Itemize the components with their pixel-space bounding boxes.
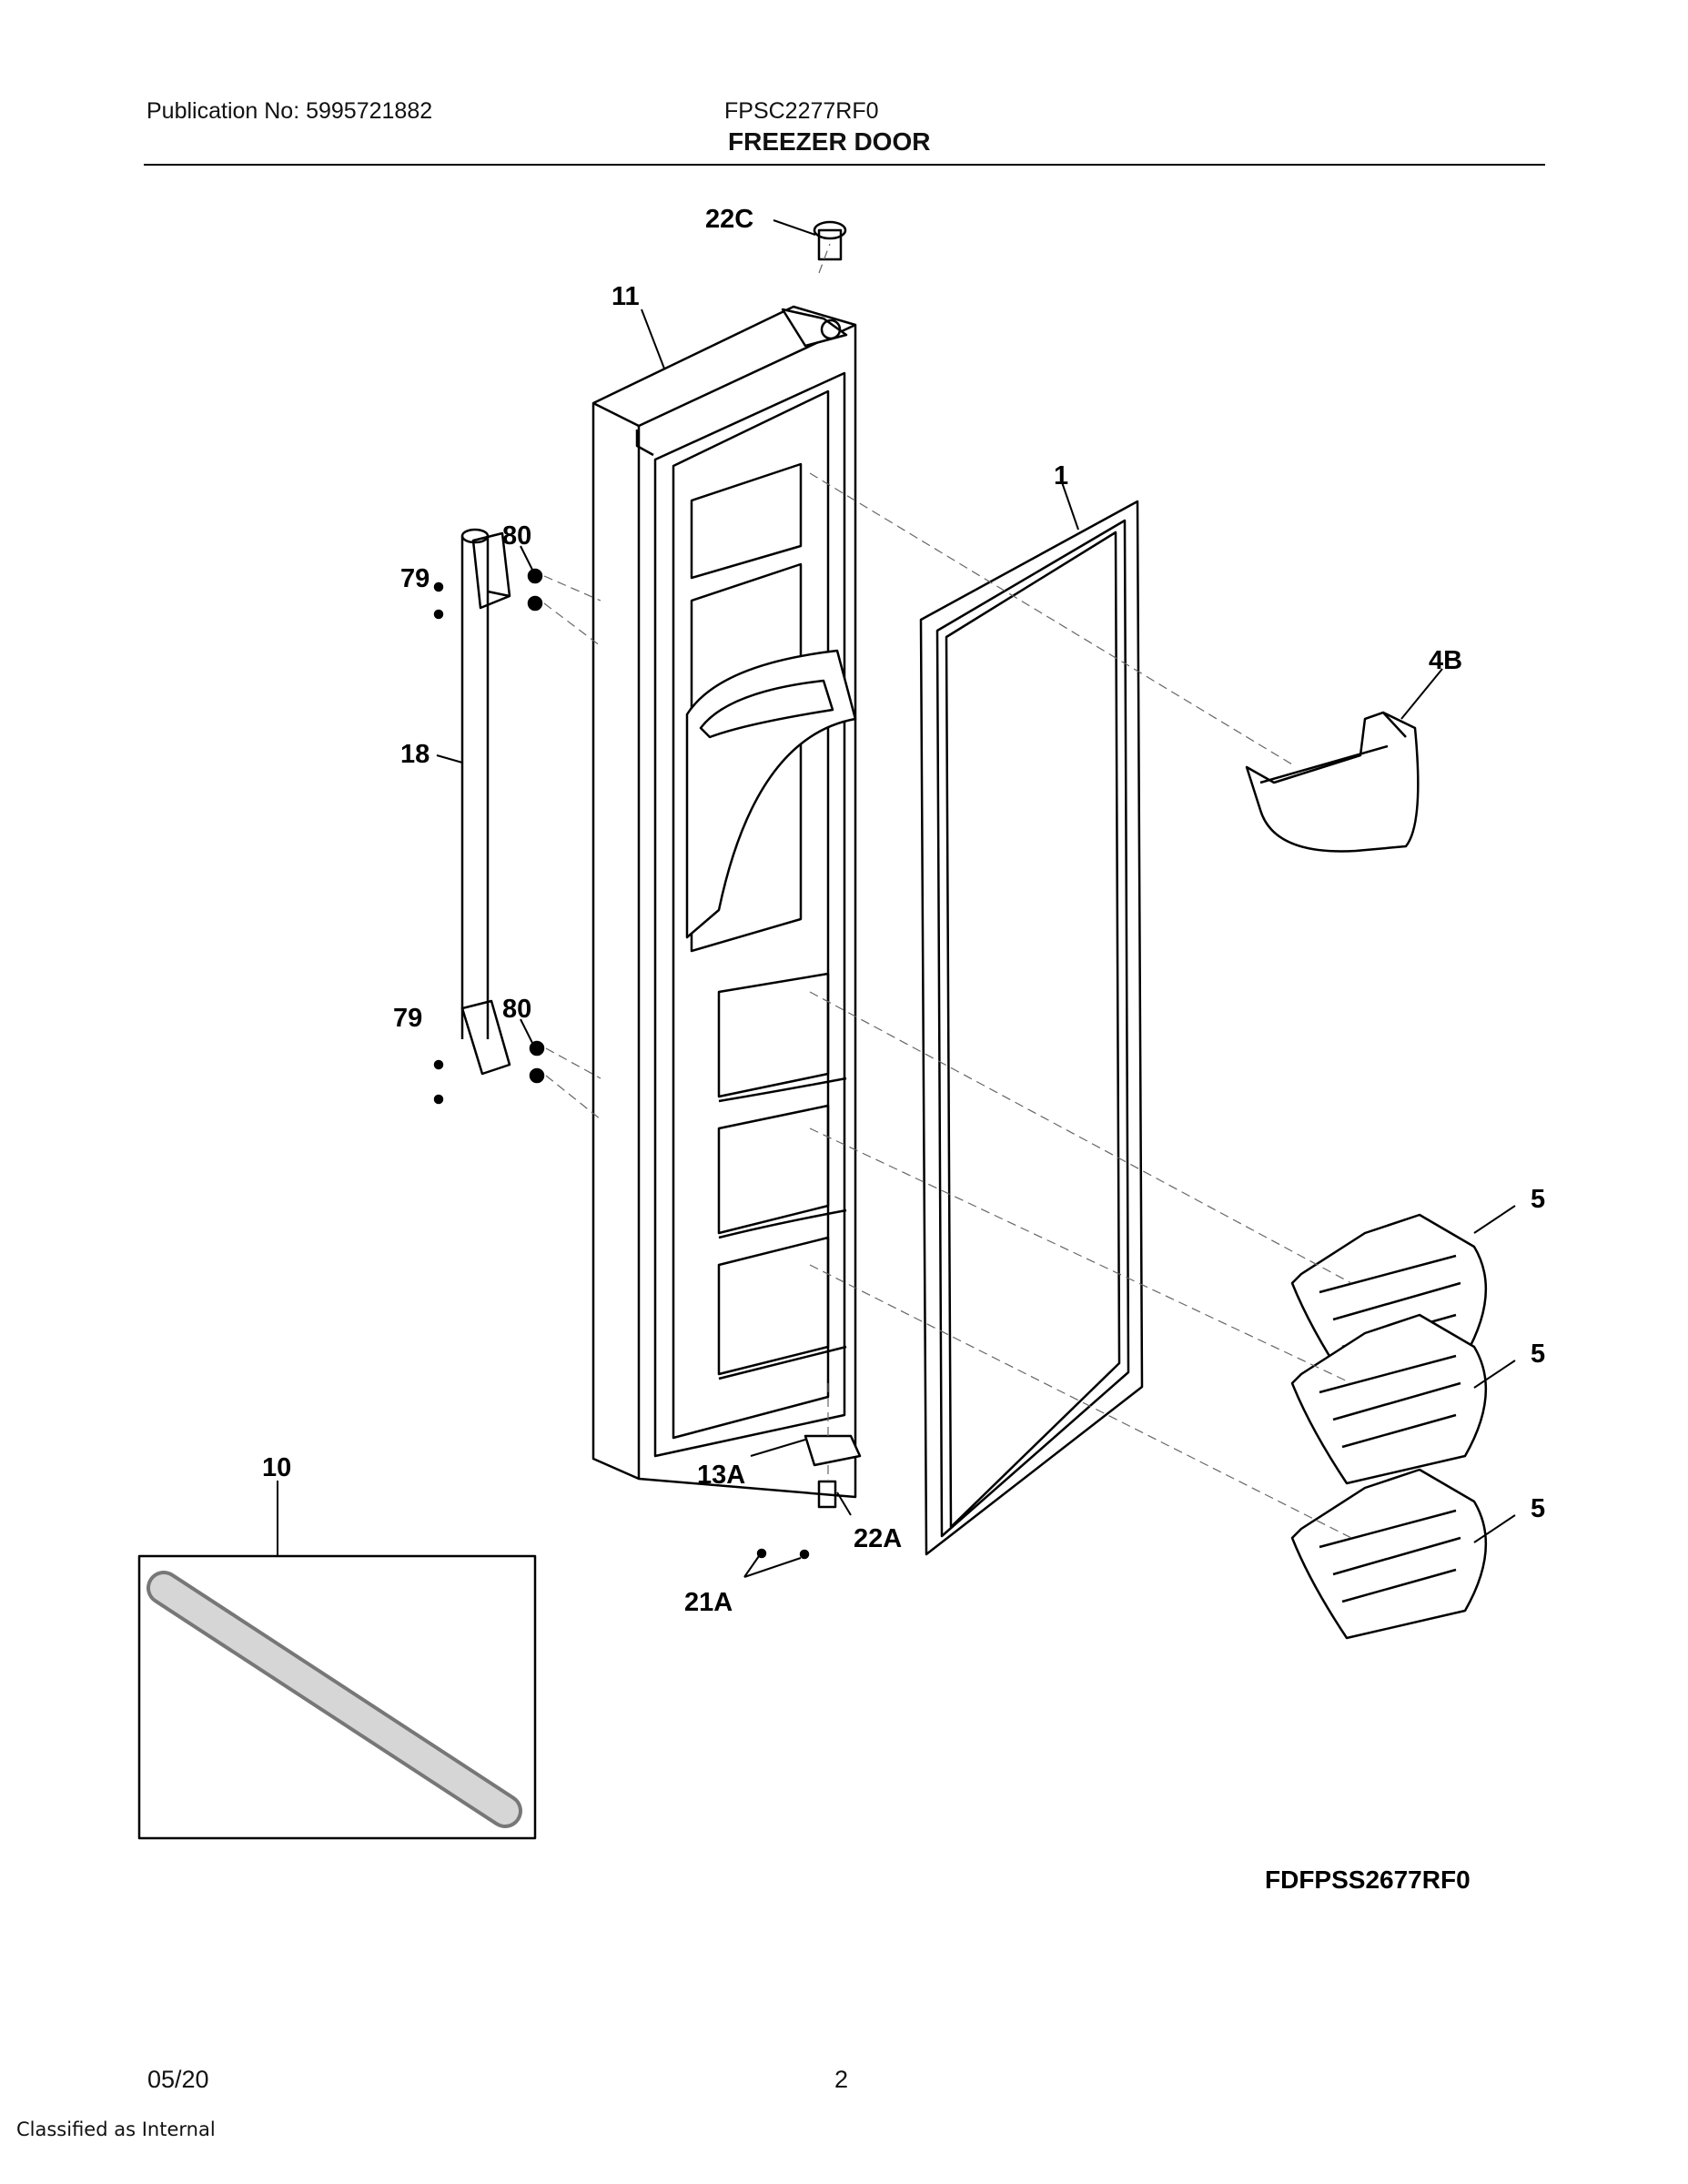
callout-13A: 13A: [697, 1461, 745, 1490]
callout-5-top: 5: [1531, 1185, 1545, 1214]
callout-21A: 21A: [684, 1588, 733, 1617]
handle-screws: [433, 568, 545, 1105]
publication-number: Publication No: 5995721882: [147, 98, 433, 124]
leader-lines: [277, 219, 1516, 1578]
bottom-hinge-parts: [756, 1434, 862, 1560]
header-rule: [144, 164, 1545, 166]
freezer-basket-part: [1290, 1213, 1488, 1640]
alignment-lines: [543, 243, 1352, 1539]
callout-5-middle: 5: [1531, 1340, 1545, 1369]
door-bin-4b-part: [1245, 711, 1420, 853]
classification-label: Classified as Internal: [16, 2118, 216, 2140]
door-handle-part: [460, 528, 511, 1076]
callout-80-bottom: 80: [502, 995, 531, 1024]
callout-79-top: 79: [400, 564, 430, 593]
door-liner-part: [591, 305, 857, 1499]
footer-date: 05/20: [147, 2066, 209, 2093]
callout-18: 18: [400, 740, 430, 769]
model-number: FPSC2277RF0: [724, 98, 879, 124]
hinge-pin-top-part: [813, 220, 847, 261]
callout-1: 1: [1054, 461, 1068, 490]
callout-5-bottom: 5: [1531, 1494, 1545, 1523]
callout-4B: 4B: [1429, 646, 1462, 675]
callout-79-bottom: 79: [393, 1004, 422, 1033]
page-number: 2: [834, 2066, 849, 2093]
callout-10: 10: [262, 1453, 291, 1482]
section-title: FREEZER DOOR: [728, 127, 931, 156]
hose-kit-part: [137, 1554, 537, 1840]
drawing-id: FDFPSS2677RF0: [1265, 1866, 1471, 1894]
door-gasket-part: [919, 500, 1144, 1556]
callout-22A: 22A: [854, 1524, 902, 1553]
callout-11: 11: [612, 282, 640, 311]
callout-22C: 22C: [705, 205, 753, 234]
callout-80-top: 80: [502, 521, 531, 551]
